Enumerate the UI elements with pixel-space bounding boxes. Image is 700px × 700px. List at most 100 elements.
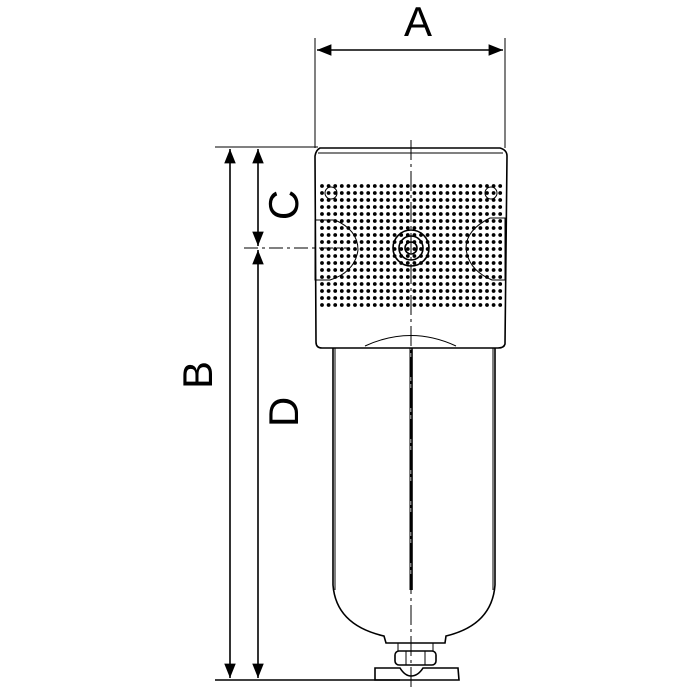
perforation-dot bbox=[491, 226, 496, 230]
perforation-dot bbox=[465, 303, 470, 307]
perforation-dot bbox=[471, 184, 476, 188]
perforation-dot bbox=[372, 289, 377, 293]
perforation-dot bbox=[419, 296, 423, 300]
perforation-dot bbox=[326, 212, 331, 216]
perforation-dot bbox=[471, 275, 476, 279]
perforation-dot bbox=[366, 226, 371, 230]
perforation-dot bbox=[419, 198, 423, 202]
perforation-dot bbox=[366, 289, 371, 293]
perforation-dot bbox=[339, 303, 344, 307]
perforation-dot bbox=[498, 282, 503, 286]
perforation-dot bbox=[372, 296, 377, 300]
perforation-dot bbox=[346, 184, 351, 188]
perforation-dot bbox=[326, 268, 331, 272]
perforation-dot bbox=[471, 240, 476, 244]
perforation-dot bbox=[386, 191, 390, 195]
perforation-dot bbox=[366, 303, 371, 307]
perforation-dot bbox=[465, 275, 470, 279]
perforation-dot bbox=[465, 268, 470, 272]
perforation-dot bbox=[326, 289, 331, 293]
perforation-dot bbox=[379, 261, 384, 265]
perforation-dot bbox=[491, 240, 496, 244]
perforation-dot bbox=[392, 303, 397, 307]
perforation-dot bbox=[438, 233, 443, 237]
perforation-dot bbox=[452, 212, 456, 216]
perforated-grid bbox=[320, 184, 503, 307]
perforation-dot bbox=[419, 275, 423, 279]
perforation-dot bbox=[425, 184, 430, 188]
perforation-dot bbox=[471, 289, 476, 293]
perforation-dot bbox=[333, 247, 338, 251]
perforation-dot bbox=[366, 212, 371, 216]
perforation-dot bbox=[491, 212, 496, 216]
perforation-dot bbox=[432, 254, 437, 258]
perforation-dot bbox=[392, 198, 397, 202]
perforation-dot bbox=[445, 226, 450, 230]
perforation-dot bbox=[346, 212, 351, 216]
perforation-dot bbox=[412, 296, 417, 300]
perforation-dot bbox=[346, 296, 351, 300]
perforation-dot bbox=[458, 254, 463, 258]
perforation-dot bbox=[458, 198, 463, 202]
perforation-dot bbox=[478, 184, 483, 188]
inlet-port bbox=[314, 219, 359, 281]
perforation-dot bbox=[366, 198, 371, 202]
perforation-dot bbox=[485, 191, 489, 195]
perforation-dot bbox=[399, 268, 404, 272]
perforation-dot bbox=[379, 240, 384, 244]
perforation-dot bbox=[432, 233, 437, 237]
perforation-dot bbox=[326, 247, 331, 251]
perforation-dot bbox=[438, 212, 443, 216]
perforation-dot bbox=[452, 240, 456, 244]
perforation-dot bbox=[320, 261, 324, 265]
perforation-dot bbox=[326, 282, 331, 286]
perforation-dot bbox=[320, 191, 324, 195]
perforation-dot bbox=[498, 191, 503, 195]
perforation-dot bbox=[346, 205, 351, 209]
mounting-hole-right bbox=[484, 186, 498, 200]
perforation-dot bbox=[320, 275, 324, 279]
perforation-dot bbox=[412, 268, 417, 272]
perforation-dot bbox=[498, 254, 503, 258]
perforation-dot bbox=[353, 226, 357, 230]
perforation-dot bbox=[399, 247, 404, 251]
perforation-dot bbox=[339, 296, 344, 300]
perforation-dot bbox=[438, 184, 443, 188]
perforation-dot bbox=[478, 282, 483, 286]
perforation-dot bbox=[346, 303, 351, 307]
perforation-dot bbox=[485, 233, 489, 237]
perforation-dot bbox=[452, 282, 456, 286]
perforation-dot bbox=[491, 233, 496, 237]
perforation-dot bbox=[392, 275, 397, 279]
perforation-dot bbox=[366, 205, 371, 209]
perforation-dot bbox=[405, 289, 410, 293]
perforation-dot bbox=[320, 226, 324, 230]
perforation-dot bbox=[478, 212, 483, 216]
perforation-dot bbox=[432, 198, 437, 202]
perforation-dot bbox=[339, 233, 344, 237]
perforation-dot bbox=[372, 268, 377, 272]
perforation-dot bbox=[379, 282, 384, 286]
perforation-dot bbox=[320, 282, 324, 286]
perforation-dot bbox=[425, 289, 430, 293]
perforation-dot bbox=[353, 191, 357, 195]
perforation-dot bbox=[372, 184, 377, 188]
perforation-dot bbox=[346, 261, 351, 265]
perforation-dot bbox=[399, 296, 404, 300]
perforation-dot bbox=[353, 289, 357, 293]
perforation-dot bbox=[425, 261, 430, 265]
perforation-dot bbox=[478, 233, 483, 237]
perforation-dot bbox=[445, 205, 450, 209]
perforation-dot bbox=[333, 254, 338, 258]
perforation-dot bbox=[379, 191, 384, 195]
perforation-dot bbox=[432, 268, 437, 272]
perforation-dot bbox=[392, 191, 397, 195]
perforation-dot bbox=[412, 261, 417, 265]
perforation-dot bbox=[478, 254, 483, 258]
perforation-dot bbox=[320, 198, 324, 202]
dimension-label-a: A bbox=[404, 0, 432, 45]
perforation-dot bbox=[339, 261, 344, 265]
perforation-dot bbox=[425, 205, 430, 209]
perforation-dot bbox=[471, 254, 476, 258]
perforation-dot bbox=[320, 205, 324, 209]
